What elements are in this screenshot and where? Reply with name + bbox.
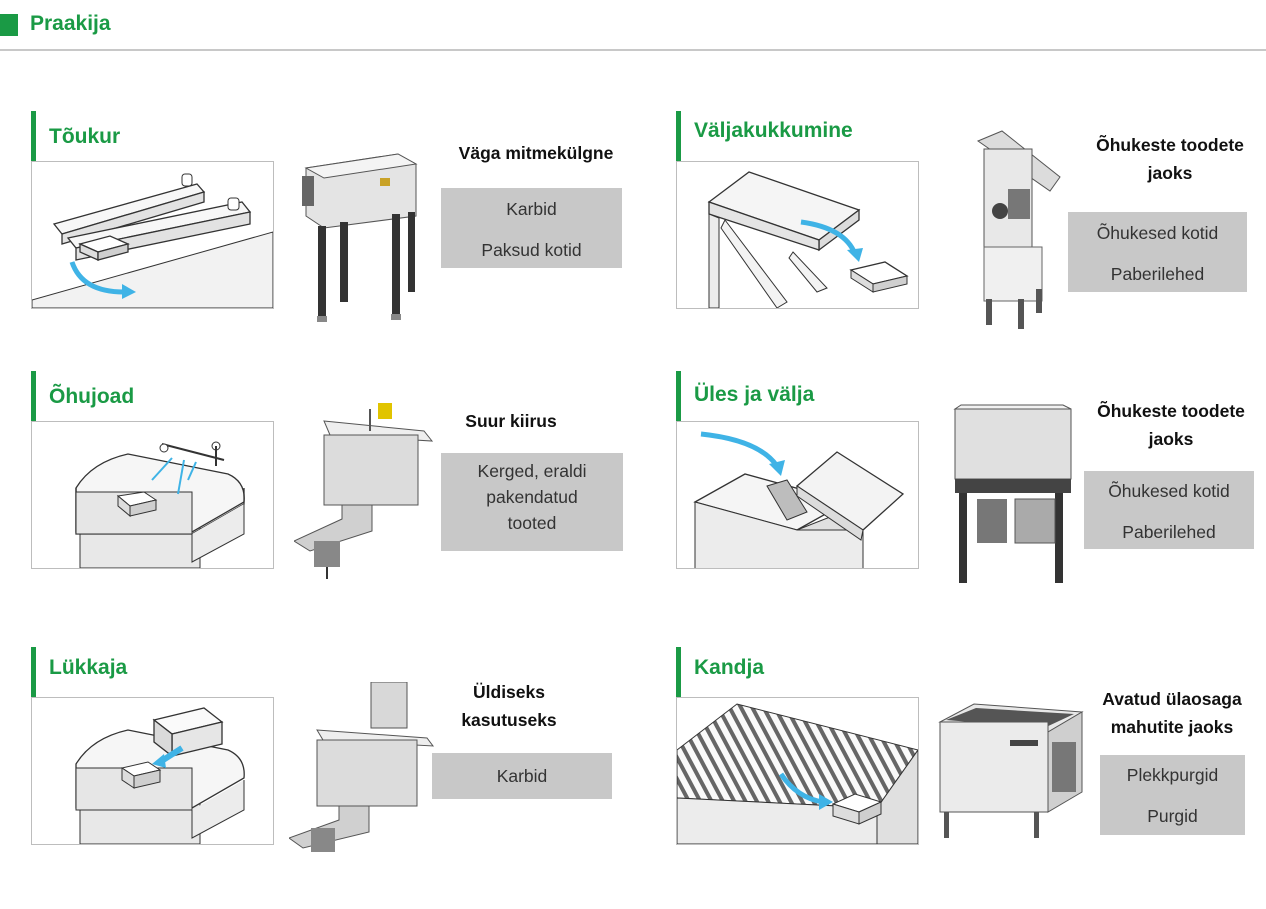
section-accent-bar (676, 111, 681, 161)
section-title: Lükkaja (49, 656, 128, 679)
air-jet-diagram-icon (31, 421, 274, 569)
drop-out-diagram-icon (676, 161, 919, 309)
section-valjakukkumine: Väljakukkumine Õhukeste tood (676, 111, 1266, 351)
flip-up-machine-icon (951, 403, 1076, 593)
drop-out-machine-icon (974, 129, 1066, 334)
section-accent-bar (676, 647, 681, 697)
tag-label: Paksud kotid (481, 240, 582, 260)
tag-label: Karbid (506, 199, 557, 219)
feature-text: Õhukeste toodete jaoks (1096, 135, 1244, 183)
section-accent-bar (31, 647, 36, 697)
section-accent-bar (31, 111, 36, 161)
pusher-arm-machine-icon (289, 682, 435, 858)
conveyor-diagram-icon (676, 697, 919, 845)
pusher-diagram-icon (31, 161, 274, 309)
product-tags: Karbid (432, 753, 612, 799)
section-lukkaja: Lükkaja Üldiseks kasutuseks (31, 647, 641, 887)
tag-label: Kerged, eraldi (477, 461, 587, 481)
section-title: Tõukur (49, 125, 121, 148)
pusher-machine-icon (300, 146, 425, 331)
product-tags: Karbid Paksud kotid (441, 188, 622, 268)
section-title: Kandja (694, 656, 765, 679)
section-title: Õhujoad (49, 385, 135, 408)
section-title: Väljakukkumine (694, 119, 853, 142)
section-yles-ja-valja: Üles ja välja Õhukeste toodete jaoks Õhu… (676, 371, 1266, 611)
feature-text: Õhukeste toodete jaoks (1097, 401, 1245, 449)
feature-text: Suur kiirus (465, 411, 557, 431)
product-tags: Plekkpurgid Purgid (1100, 755, 1245, 835)
tag-label: pakendatud (486, 487, 578, 507)
page-title: Praakija (30, 12, 111, 35)
section-ohujoad: Õhujoad (31, 371, 641, 611)
tag-label: Paberilehed (1122, 522, 1216, 542)
pusher-arm-diagram-icon (31, 697, 274, 845)
product-tags: Õhukesed kotid Paberilehed (1068, 212, 1247, 292)
feature-text: Avatud ülaosaga mahutite jaoks (1102, 689, 1242, 737)
page-header: Praakija (0, 0, 1266, 52)
section-toukur: Tõukur (31, 111, 641, 351)
tag-label: Karbid (496, 766, 548, 786)
section-title: Üles ja välja (694, 383, 815, 406)
feature-text: Väga mitmekülgne (458, 143, 614, 163)
product-tags: Õhukesed kotid Paberilehed (1084, 471, 1254, 549)
feature-text: Üldiseks kasutuseks (461, 682, 557, 730)
flip-up-diagram-icon (676, 421, 919, 569)
tag-label: Õhukesed kotid (1108, 481, 1230, 501)
tag-label: Plekkpurgid (1126, 765, 1219, 785)
header-divider (0, 49, 1266, 51)
header-accent-mark (0, 14, 18, 36)
tag-label: tooted (507, 513, 557, 533)
conveyor-machine-icon (934, 702, 1084, 842)
tag-label: Purgid (1147, 806, 1198, 826)
product-tags: Kerged, eraldi pakendatud tooted (441, 453, 623, 551)
section-accent-bar (676, 371, 681, 421)
section-kandja: Kandja (676, 647, 1266, 887)
air-jet-machine-icon (294, 401, 434, 581)
tag-label: Õhukesed kotid (1096, 223, 1219, 243)
section-accent-bar (31, 371, 36, 421)
tag-label: Paberilehed (1110, 264, 1205, 284)
